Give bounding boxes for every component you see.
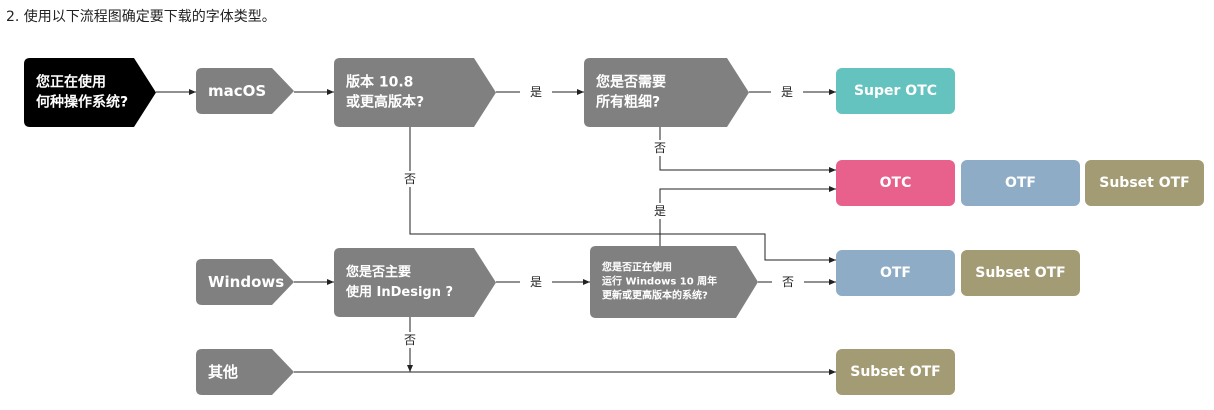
node-otc: OTC xyxy=(836,160,955,206)
node-shape xyxy=(196,349,294,395)
node-shape xyxy=(1085,160,1204,206)
node-label: Subset OTF xyxy=(850,364,940,380)
edge-win10-yes-top xyxy=(659,186,836,203)
node-windows: Windows xyxy=(196,259,294,305)
node-label: Subset OTF xyxy=(975,265,1065,281)
node-label: Subset OTF xyxy=(1099,175,1189,191)
node-shape xyxy=(24,58,156,127)
node-label: OTF xyxy=(1005,175,1036,191)
node-shape xyxy=(590,246,758,318)
node-subset-otf-1: Subset OTF xyxy=(1085,160,1204,206)
node-label: 您是否主要 xyxy=(346,264,411,280)
edge-weights-no-bottom xyxy=(659,156,836,173)
node-shape xyxy=(961,160,1080,206)
node-label: 何种操作系统? xyxy=(36,94,128,111)
node-label: Windows xyxy=(208,273,284,291)
node-shape xyxy=(836,68,955,114)
edge-label-indesign-yes: 是 xyxy=(530,275,542,289)
node-label: Super OTC xyxy=(854,83,937,99)
node-otf-2: OTF xyxy=(836,250,955,296)
edge-label-need-weights-yes: 是 xyxy=(781,85,793,99)
node-label: 其他 xyxy=(208,363,238,381)
node-shape xyxy=(836,349,955,395)
node-label: 或更高版本? xyxy=(346,94,424,111)
node-label: 更新或更高版本的系统? xyxy=(602,289,708,302)
node-shape xyxy=(836,250,955,296)
node-label: OTC xyxy=(880,175,912,191)
page-title: 2. 使用以下流程图确定要下载的字体类型。 xyxy=(6,9,276,25)
edge-label-mac-version-no: 否 xyxy=(404,172,416,186)
edge-label-win10-yes: 是 xyxy=(654,204,666,218)
edge-version-no-bottom xyxy=(409,187,836,263)
node-label: macOS xyxy=(208,82,266,100)
node-shape xyxy=(334,58,496,127)
node-label: 您是否正在使用 xyxy=(602,261,672,274)
node-label: 您正在使用 xyxy=(36,74,106,91)
node-shape xyxy=(584,58,749,127)
node-label: 版本 10.8 xyxy=(346,74,413,91)
node-subset-otf-3: Subset OTF xyxy=(836,349,955,395)
node-shape xyxy=(196,68,294,114)
node-super-otc: Super OTC xyxy=(836,68,955,114)
node-shape xyxy=(836,160,955,206)
node-label: 运行 Windows 10 周年 xyxy=(602,275,717,288)
node-label: 使用 InDesign ? xyxy=(345,284,453,300)
edge-label-win10-no: 否 xyxy=(782,275,794,289)
node-label: 所有粗细? xyxy=(596,94,660,111)
node-other: 其他 xyxy=(196,349,294,395)
edge-label-need-weights-no: 否 xyxy=(654,141,666,155)
node-label: OTF xyxy=(880,265,911,281)
node-label: 您是否需要 xyxy=(596,74,666,91)
node-subset-otf-2: Subset OTF xyxy=(961,250,1080,296)
edge-label-mac-version-yes: 是 xyxy=(530,85,542,99)
node-shape xyxy=(334,248,496,317)
node-otf-1: OTF xyxy=(961,160,1080,206)
edge-label-indesign-no: 否 xyxy=(404,333,416,347)
node-mac-version: 版本 10.8 或更高版本? xyxy=(334,58,496,127)
node-shape xyxy=(961,250,1080,296)
node-shape xyxy=(196,259,294,305)
node-macos: macOS xyxy=(196,68,294,114)
